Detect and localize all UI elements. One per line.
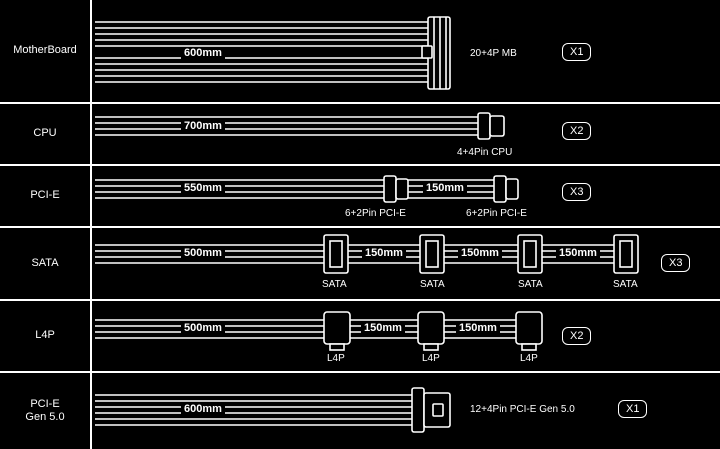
- cpu-connector: [477, 112, 505, 140]
- quantity-badge: X1: [562, 43, 592, 61]
- connector-label: 20+4P MB: [470, 48, 517, 59]
- row-divider: [0, 164, 720, 166]
- length-label: 600mm: [181, 403, 225, 416]
- length-label: 500mm: [181, 247, 225, 260]
- length-label: 700mm: [181, 120, 225, 133]
- row-divider: [0, 371, 720, 373]
- row-divider: [0, 299, 720, 301]
- row-label-cpu: CPU: [33, 127, 57, 140]
- row-label-pcie-gen5: PCI-E Gen 5.0: [0, 373, 90, 449]
- row-label-l4p: L4P: [35, 329, 55, 342]
- quantity-badge: X3: [562, 183, 592, 201]
- quantity-badge: X1: [618, 400, 648, 418]
- segment-length-label: 150mm: [556, 247, 600, 260]
- segment-length-label: 150mm: [458, 247, 502, 260]
- length-label: 500mm: [181, 322, 225, 335]
- row-label-line2: Gen 5.0: [25, 411, 65, 423]
- l4p-connectors: [323, 311, 543, 351]
- quantity-badge: X2: [562, 122, 592, 140]
- sata-connectors: [323, 234, 639, 274]
- column-divider: [90, 0, 92, 449]
- connector-label: 4+4Pin CPU: [457, 147, 513, 158]
- connector-label: SATA: [420, 279, 445, 290]
- row-divider: [0, 226, 720, 228]
- row-label-pcie: PCI-E: [30, 189, 60, 202]
- motherboard-connector: [421, 16, 451, 90]
- pcie-gen5-wires: [95, 394, 412, 426]
- connector-label: 6+2Pin PCI-E: [345, 208, 406, 219]
- row-label-sata: SATA: [31, 256, 59, 269]
- connector-label: 6+2Pin PCI-E: [466, 208, 527, 219]
- pcie-connector-2: [493, 175, 519, 203]
- pcie-connector-1: [383, 175, 409, 203]
- connector-label: 12+4Pin PCI-E Gen 5.0: [470, 404, 575, 415]
- row-label-line1: PCI-E: [30, 397, 60, 410]
- quantity-badge: X2: [562, 327, 592, 345]
- connector-label: SATA: [518, 279, 543, 290]
- connector-label: SATA: [613, 279, 638, 290]
- quantity-badge: X3: [661, 254, 691, 272]
- segment-length-label: 150mm: [423, 182, 467, 195]
- cpu-wires: [95, 116, 478, 136]
- connector-label: L4P: [422, 353, 440, 364]
- connector-label: L4P: [327, 353, 345, 364]
- connector-label: L4P: [520, 353, 538, 364]
- segment-length-label: 150mm: [361, 322, 405, 335]
- l4p-wires: [95, 319, 520, 339]
- row-divider: [0, 102, 720, 104]
- segment-length-label: 150mm: [456, 322, 500, 335]
- length-label: 600mm: [181, 47, 225, 60]
- motherboard-wires: [95, 21, 430, 83]
- row-label-motherboard: MotherBoard: [13, 44, 77, 57]
- segment-length-label: 150mm: [362, 247, 406, 260]
- connector-label: SATA: [322, 279, 347, 290]
- pcie-gen5-connector: [411, 387, 451, 433]
- length-label: 550mm: [181, 182, 225, 195]
